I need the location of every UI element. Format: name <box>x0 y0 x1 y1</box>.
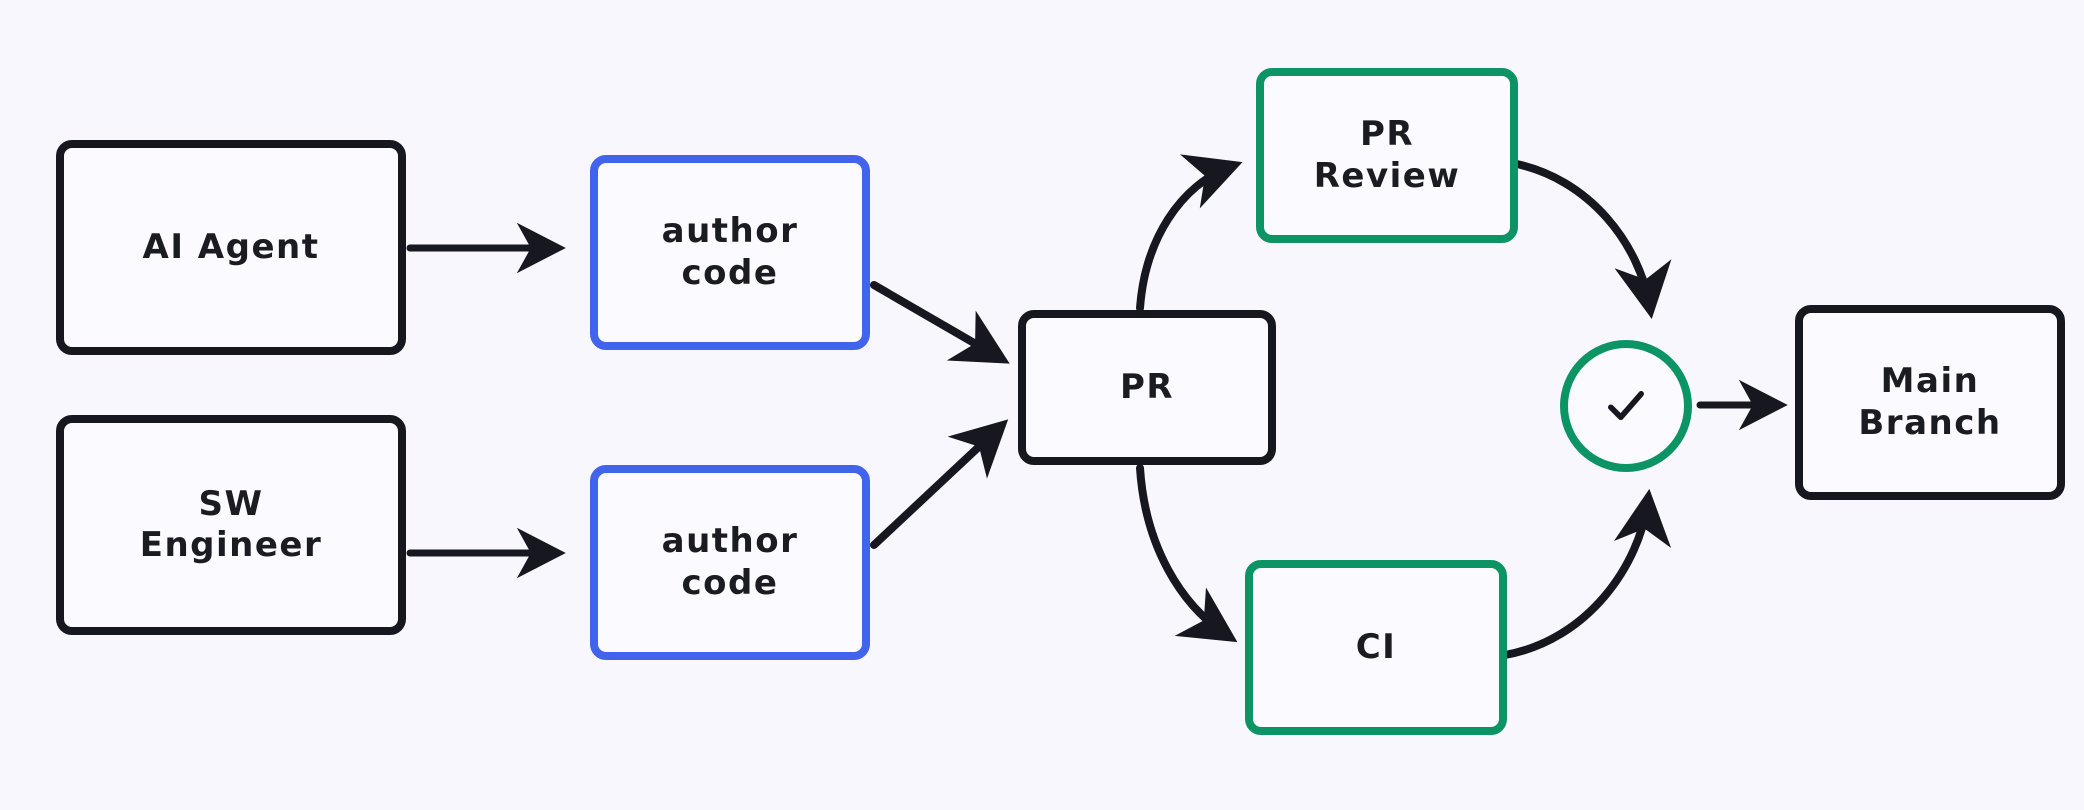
node-ai-agent-label: AI Agent <box>142 226 320 267</box>
node-pr[interactable]: PR <box>1018 310 1276 465</box>
node-sw-engineer[interactable]: SW Engineer <box>56 415 406 635</box>
node-author-code-bottom-label: author code <box>661 521 799 603</box>
node-ai-agent[interactable]: AI Agent <box>56 140 406 355</box>
node-merge-check[interactable] <box>1560 340 1692 472</box>
node-pr-review-label: PR Review <box>1313 114 1461 196</box>
node-sw-engineer-label: SW Engineer <box>139 483 323 565</box>
node-author-code-bottom[interactable]: author code <box>590 465 870 660</box>
node-author-code-top-label: author code <box>661 211 799 293</box>
check-icon <box>1608 391 1644 421</box>
edge-author-code-top-to-pr <box>870 281 1010 364</box>
node-ci[interactable]: CI <box>1245 560 1507 735</box>
node-author-code-top[interactable]: author code <box>590 155 870 350</box>
edge-pr-review-to-check <box>1508 159 1672 320</box>
node-pr-review[interactable]: PR Review <box>1256 68 1518 243</box>
node-main-branch[interactable]: Main Branch <box>1795 305 2065 500</box>
node-main-branch-label: Main Branch <box>1858 361 2002 443</box>
edge-author-code-bottom-to-pr <box>870 419 1009 549</box>
edge-pr-to-pr-review <box>1136 154 1243 312</box>
node-pr-label: PR <box>1119 366 1175 407</box>
edge-pr-to-ci <box>1136 464 1238 643</box>
node-ci-label: CI <box>1355 626 1397 667</box>
edge-ci-to-check <box>1501 488 1672 659</box>
